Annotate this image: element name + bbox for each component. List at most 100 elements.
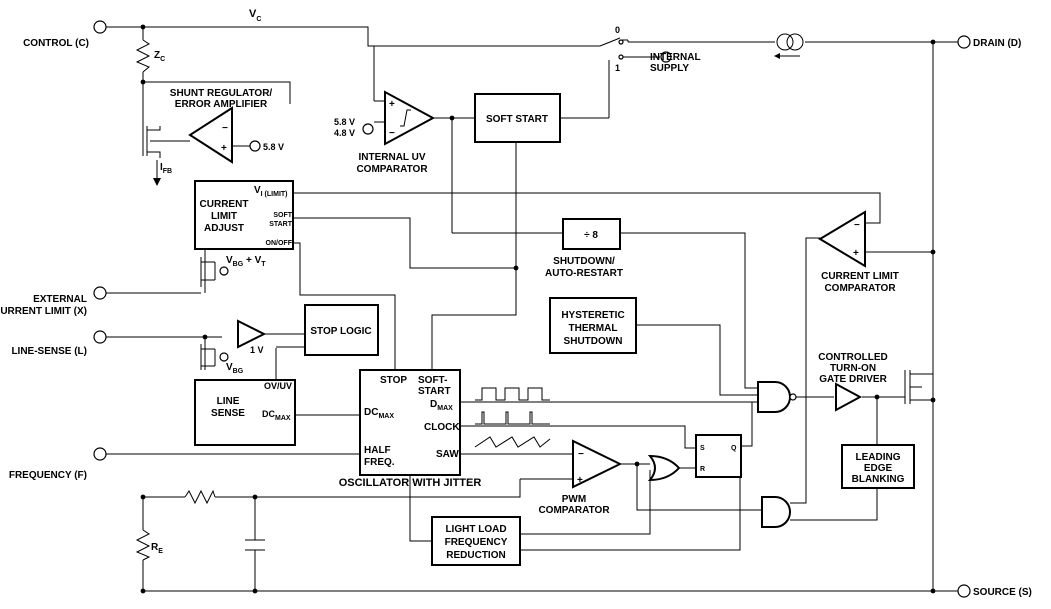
svg-text:+: + <box>389 99 395 110</box>
svg-text:−: − <box>389 128 395 139</box>
control-pin-label: CONTROL (C) <box>23 38 89 49</box>
line-sense-label-1: LINE <box>217 396 240 407</box>
cla-onoff-label: ON/OFF <box>266 240 293 247</box>
svg-text:+: + <box>577 475 583 486</box>
hysteretic-thermal-block <box>549 297 637 354</box>
drain-pin[interactable] <box>957 35 971 49</box>
latch-r-label: R <box>700 466 705 473</box>
vbg-label: VBG <box>226 362 244 375</box>
hysteretic-label-2: THERMAL <box>569 323 618 334</box>
gate-driver-label-2: TURN-ON <box>830 363 876 374</box>
hysteretic-label-3: SHUTDOWN <box>564 336 623 347</box>
light-load-label-2: FREQUENCY <box>445 537 508 548</box>
vbg-terminal <box>219 352 229 362</box>
shunt-regulator-label-2: ERROR AMPLIFIER <box>175 99 268 110</box>
leading-edge-blanking-block <box>841 444 915 489</box>
uv-ref-58-label: 5.8 V <box>334 117 355 127</box>
osc-half-label-2: FREQ. <box>364 457 395 468</box>
osc-half-label-1: HALF <box>364 445 391 456</box>
saw-waveform <box>474 436 551 448</box>
switch-1-label: 1 <box>615 63 620 73</box>
zc-label: ZC <box>154 50 165 63</box>
line-sense-ref-label: 1 V <box>250 345 264 355</box>
current-limit-comp-label-1: CURRENT LIMIT <box>821 271 899 282</box>
current-limit-comparator: − + <box>818 210 866 268</box>
svg-text:−: − <box>578 449 584 460</box>
source-pin-label: SOURCE (S) <box>973 587 1032 598</box>
internal-supply-terminal <box>660 51 672 63</box>
latch-q-label: Q <box>731 445 737 452</box>
control-pin[interactable] <box>93 20 107 34</box>
svg-text:−: − <box>854 220 860 231</box>
frequency-pin-label: FREQUENCY (F) <box>9 470 87 481</box>
stop-logic-block <box>304 304 379 356</box>
line-sense-buffer <box>237 319 267 349</box>
oscillator-label: OSCILLATOR WITH JITTER <box>339 477 482 489</box>
leb-label-3: BLANKING <box>852 474 905 485</box>
vbg-vt-label: VBG + VT <box>226 255 266 268</box>
line-sense-pin-label: LINE-SENSE (L) <box>11 346 87 357</box>
cla-ilimit-label: VI (LIMIT) <box>254 185 288 198</box>
external-current-limit-label-2: CURRENT LIMIT (X) <box>0 306 87 317</box>
leb-label-2: EDGE <box>864 463 893 474</box>
ls-ovuv-label: OV/UV <box>264 381 292 391</box>
current-limit-adjust-label-2: LIMIT <box>211 211 237 222</box>
source-pin[interactable] <box>957 584 971 598</box>
osc-soft-label-2: START <box>418 386 451 397</box>
internal-uv-label-1: INTERNAL UV <box>358 152 425 163</box>
gate-driver-label-3: GATE DRIVER <box>819 374 887 385</box>
light-load-label-1: LIGHT LOAD <box>445 524 506 535</box>
line-sense-pin[interactable] <box>93 330 107 344</box>
current-limit-adjust-block <box>194 180 294 250</box>
soft-start-block <box>474 93 561 143</box>
oscillator-block <box>359 369 461 476</box>
current-limit-adjust-label-1: CURRENT <box>200 199 249 210</box>
osc-clock-label: CLOCK <box>424 422 460 433</box>
uv-ref-terminal <box>362 123 374 135</box>
current-limit-adjust-label-3: ADJUST <box>204 223 244 234</box>
shunt-regulator-label-1: SHUNT REGULATOR/ <box>170 88 273 99</box>
ifb-label: IFB <box>160 162 172 175</box>
svg-text:−: − <box>222 123 228 134</box>
frequency-pin[interactable] <box>93 447 107 461</box>
vc-label: VC <box>249 8 261 23</box>
uv-ref-48-label: 4.8 V <box>334 128 355 138</box>
capacitor <box>245 539 265 551</box>
light-load-block <box>431 516 521 566</box>
shunt-ref-terminal <box>249 140 261 152</box>
latch-s-label: S <box>700 445 705 452</box>
svg-text:+: + <box>853 248 859 259</box>
pwm-comparator: − + <box>572 439 623 489</box>
sr-latch <box>695 434 742 478</box>
re-resistor <box>135 529 151 561</box>
current-source-icon <box>774 33 804 59</box>
osc-soft-label-1: SOFT- <box>418 375 447 386</box>
osc-stop-label: STOP <box>380 375 407 386</box>
divide-8-label: ÷ 8 <box>584 230 598 241</box>
external-current-limit-label-1: EXTERNAL <box>33 294 87 305</box>
dmax-waveform <box>475 387 550 401</box>
zc-resistor <box>135 39 151 73</box>
pwm-label-1: PWM <box>562 494 586 505</box>
light-load-label-3: REDUCTION <box>446 550 505 561</box>
supply-switch <box>599 37 629 60</box>
leb-label-1: LEADING <box>856 452 901 463</box>
ls-dcmax-label: DCMAX <box>262 409 291 422</box>
nand-bubble <box>789 393 797 401</box>
external-current-limit-pin[interactable] <box>93 286 107 300</box>
osc-saw-label: SAW <box>436 449 459 460</box>
internal-uv-label-2: COMPARATOR <box>356 164 428 175</box>
stop-logic-label: STOP LOGIC <box>310 326 371 337</box>
pwm-label-2: COMPARATOR <box>538 505 610 516</box>
line-sense-label-2: SENSE <box>211 408 245 419</box>
switch-0-label: 0 <box>615 25 620 35</box>
shunt-ref-label: 5.8 V <box>263 142 284 152</box>
clock-waveform <box>475 411 550 425</box>
and-gate <box>761 496 791 528</box>
shunt-regulator-amp: − + <box>188 106 233 164</box>
gate-driver-buffer <box>835 382 863 412</box>
vbg-vt-terminal <box>219 266 229 276</box>
ifb-arrow <box>153 178 161 186</box>
junction-dots <box>140 24 936 594</box>
